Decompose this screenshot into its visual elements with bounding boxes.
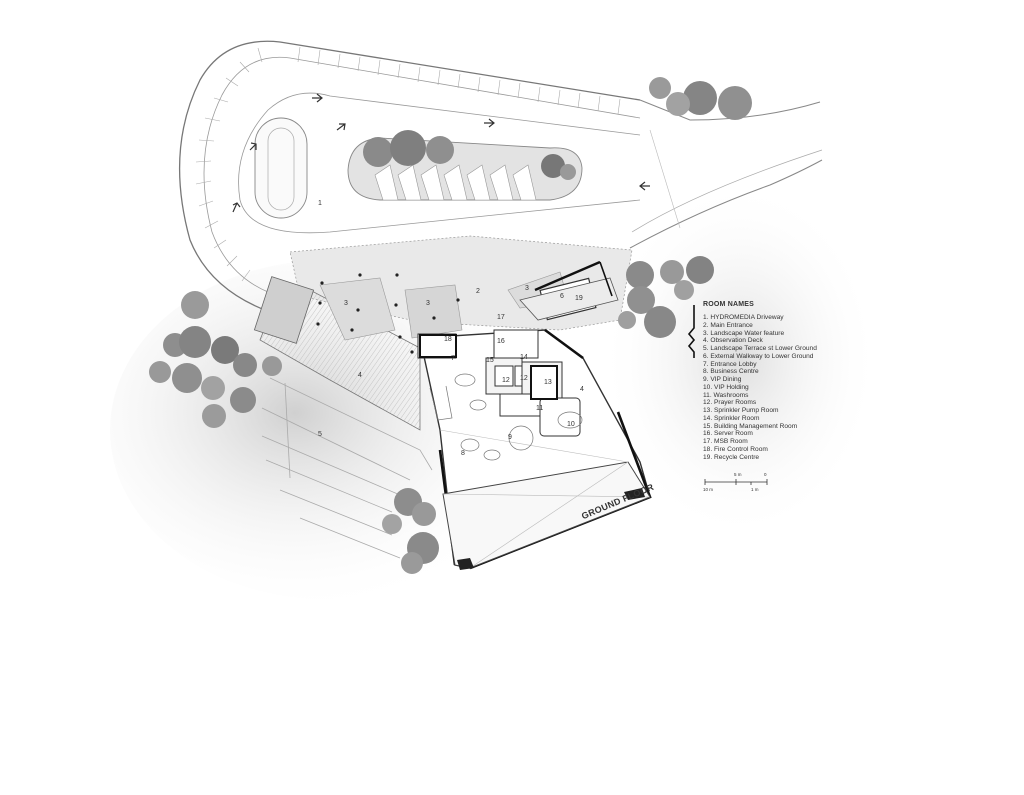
tag-11: 11 (536, 405, 543, 412)
room-tags: 1 2 3 3 3 4 4 5 6 7 8 9 10 11 12 12 13 1… (318, 200, 584, 457)
scale-bar-graphic (704, 479, 768, 485)
furniture (429, 373, 583, 461)
island-parking-teeth (374, 164, 537, 201)
tag-9: 9 (508, 434, 512, 441)
terrace-contours (261, 377, 433, 559)
tag-6: 6 (560, 293, 564, 300)
access-road-north-edge (639, 99, 821, 121)
tag-10: 10 (567, 421, 575, 428)
access-road-south-edge (629, 159, 823, 249)
corner-detail-south (457, 558, 474, 570)
bridge-walkway (253, 276, 315, 344)
tag-2: 2 (476, 288, 480, 295)
parking-island-west-inner (267, 127, 295, 211)
legend-item: 18. Fire Control Room (703, 445, 768, 453)
legend-item: 5. Landscape Terrace st Lower Ground (703, 345, 817, 352)
legend-item: 19. Recycle Centre (703, 453, 760, 461)
legend-item: 1. HYDROMEDIA Driveway (703, 314, 784, 321)
legend-item: 15. Building Management Room (703, 422, 798, 430)
driveway-lane-inner (238, 92, 641, 234)
tag-17: 17 (497, 314, 505, 321)
legend-item: 16. Server Room (703, 430, 753, 438)
legend-zigzag-marker (687, 305, 696, 358)
tag-1: 1 (318, 200, 322, 207)
legend-item: 3. Landscape Water feature (703, 329, 785, 337)
legend-item: 7. Entrance Lobby (703, 360, 757, 368)
tag-5: 5 (318, 431, 322, 438)
legend-title: ROOM NAMES (703, 301, 754, 308)
tag-3-mid: 3 (426, 300, 430, 307)
traffic-arrows (232, 93, 650, 213)
legend-item: 8. Business Centre (703, 368, 759, 376)
tag-4-west: 4 (358, 372, 362, 379)
legend-item: 2. Main Entrance (703, 321, 753, 329)
parking-stalls-outer (195, 46, 621, 282)
tag-18: 18 (444, 336, 452, 343)
tag-15: 15 (486, 357, 494, 364)
legend-item: 14. Sprinkler Room (703, 414, 760, 422)
legend-item: 11. Washrooms (703, 391, 749, 399)
site-wall-ramp (599, 261, 613, 297)
legend-list: 1. HYDROMEDIA Driveway 2. Main Entrance … (703, 314, 913, 461)
access-road-south-edge-2 (631, 149, 823, 233)
legend-item: 9. VIP Dining (703, 376, 742, 383)
lower-court-diagonals (439, 429, 651, 569)
scale-bar: 5 m 0 10 m 1 m (703, 472, 773, 494)
fire-control-room (419, 334, 457, 358)
driveway-inner-edge (203, 56, 641, 293)
scale-label-0: 0 (764, 472, 767, 477)
scale-label-10m: 10 m (703, 487, 714, 492)
scale-label-1m: 1 m (751, 487, 759, 492)
water-feature-mid (404, 284, 463, 339)
trees (149, 77, 752, 574)
legend-item: 17. MSB Room (703, 438, 748, 445)
tag-3-east: 3 (525, 285, 529, 292)
access-road-divider (649, 129, 681, 229)
room-legend: ROOM NAMES 1. HYDROMEDIA Driveway 2. Mai… (703, 301, 913, 461)
columns (316, 273, 572, 542)
driveway-outer-edge (178, 40, 641, 313)
tag-12-b: 12 (520, 375, 528, 382)
tag-7: 7 (451, 355, 455, 362)
tag-8: 8 (461, 450, 465, 457)
tag-16: 16 (497, 338, 505, 345)
corner-detail-east (624, 488, 645, 500)
tag-19: 19 (575, 295, 583, 302)
legend-item: 10. VIP Holding (703, 383, 749, 391)
legend-item: 12. Prayer Rooms (703, 399, 757, 407)
tag-4-east: 4 (580, 386, 584, 393)
legend-item: 4. Observation Deck (703, 337, 763, 345)
site-wall-east (534, 260, 601, 292)
parking-island-west (254, 117, 308, 219)
scale-label-5m: 5 m (734, 472, 742, 477)
tag-13: 13 (544, 379, 552, 386)
legend-item: 6. External Walkway to Lower Ground (703, 352, 814, 360)
tag-12-a: 12 (502, 377, 510, 384)
sprinkler-pump-room-thick (530, 365, 558, 400)
legend-item: 13. Sprinkler Pump Room (703, 407, 779, 414)
lower-court-outline (442, 461, 651, 569)
tag-3-west: 3 (344, 300, 348, 307)
recycle-wing (519, 277, 619, 321)
tag-14: 14 (520, 354, 528, 361)
